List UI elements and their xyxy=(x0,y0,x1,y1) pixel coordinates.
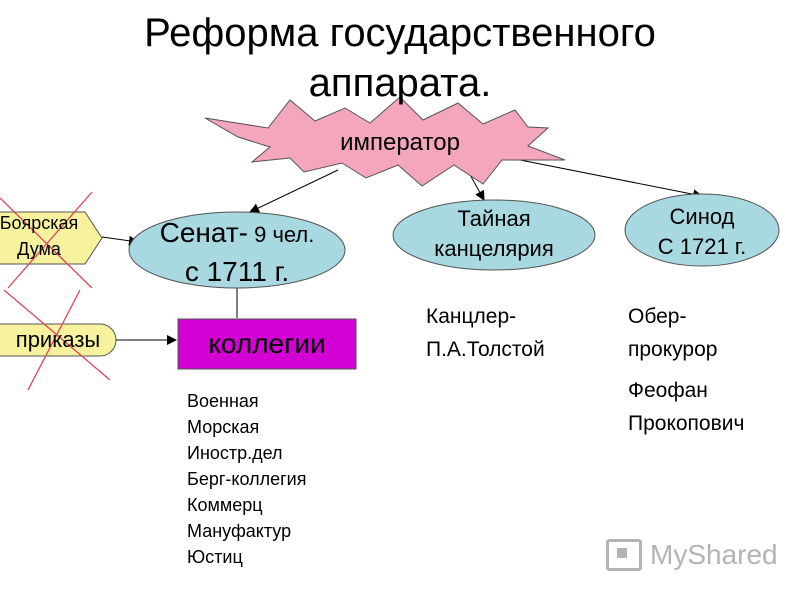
collegia-item: Мануфактур xyxy=(187,521,292,541)
synod-label: Синод С 1721 г. xyxy=(628,202,776,262)
tainaya-line2: канцелярия xyxy=(434,236,554,261)
ober-line2: прокурор xyxy=(628,338,718,361)
title-line-2: аппарата. xyxy=(308,61,492,105)
collegia-box xyxy=(177,318,357,370)
duma-cross-out xyxy=(0,191,93,289)
prikazy-box xyxy=(0,323,117,357)
emperor-label: император xyxy=(340,129,460,156)
ober-line4: Прокопович xyxy=(628,412,745,435)
synod-line1: Синод xyxy=(669,204,735,229)
ober-title: Обер- прокурор xyxy=(628,300,798,366)
prikazy-cross-out xyxy=(3,289,111,391)
ober-name: Феофан Прокопович xyxy=(628,374,798,440)
ober-line1: Обер- xyxy=(628,305,687,328)
senate-name: Сенат- xyxy=(159,217,248,248)
ober-text: Обер- прокурор Феофан Прокопович xyxy=(628,300,798,448)
page-title: Реформа государственного аппарата. xyxy=(0,8,800,108)
ober-line3: Феофан xyxy=(628,379,708,402)
collegia-item: Военная xyxy=(187,391,259,411)
tainaya-ellipse xyxy=(392,199,596,271)
collegia-item: Берг-коллегия xyxy=(187,469,307,489)
collegia-item: Иностр.дел xyxy=(187,443,283,463)
senate-year: с 1711 г. xyxy=(184,256,290,287)
synod-ellipse xyxy=(624,193,780,267)
arrow-emperor-senate xyxy=(249,169,339,213)
collegia-label: коллегии xyxy=(208,328,326,359)
collegia-item: Юстиц xyxy=(187,547,243,567)
chancellor-text: Канцлер- П.А.Толстой xyxy=(426,300,596,366)
chancellor-line2: П.А.Толстой xyxy=(426,338,545,361)
title-line-1: Реформа государственного xyxy=(144,11,656,55)
tainaya-line1: Тайная xyxy=(457,206,531,231)
synod-line2: С 1721 г. xyxy=(657,234,747,259)
senate-line1: Сенат- 9 чел. xyxy=(140,216,334,255)
senate-ellipse xyxy=(128,211,346,289)
collegia-item: Коммерц xyxy=(187,495,263,515)
collegia-item: Морская xyxy=(187,417,260,437)
senate-label: Сенат- 9 чел. с 1711 г. xyxy=(140,216,334,289)
presentation-icon xyxy=(606,539,642,571)
tainaya-label: Тайная канцелярия xyxy=(404,204,584,264)
arrow-emperor-synod xyxy=(509,157,703,200)
chancellor-line1: Канцлер- xyxy=(426,305,517,328)
prikazy-label: приказы xyxy=(15,327,101,352)
emperor-star xyxy=(204,96,566,187)
duma-label-line2: Дума xyxy=(17,239,61,259)
watermark: MyShared xyxy=(606,537,778,573)
duma-label: Боярская Дума xyxy=(0,210,94,262)
senate-members: 9 чел. xyxy=(247,222,315,247)
watermark-text: MyShared xyxy=(650,539,778,570)
duma-label-line1: Боярская xyxy=(0,213,79,233)
